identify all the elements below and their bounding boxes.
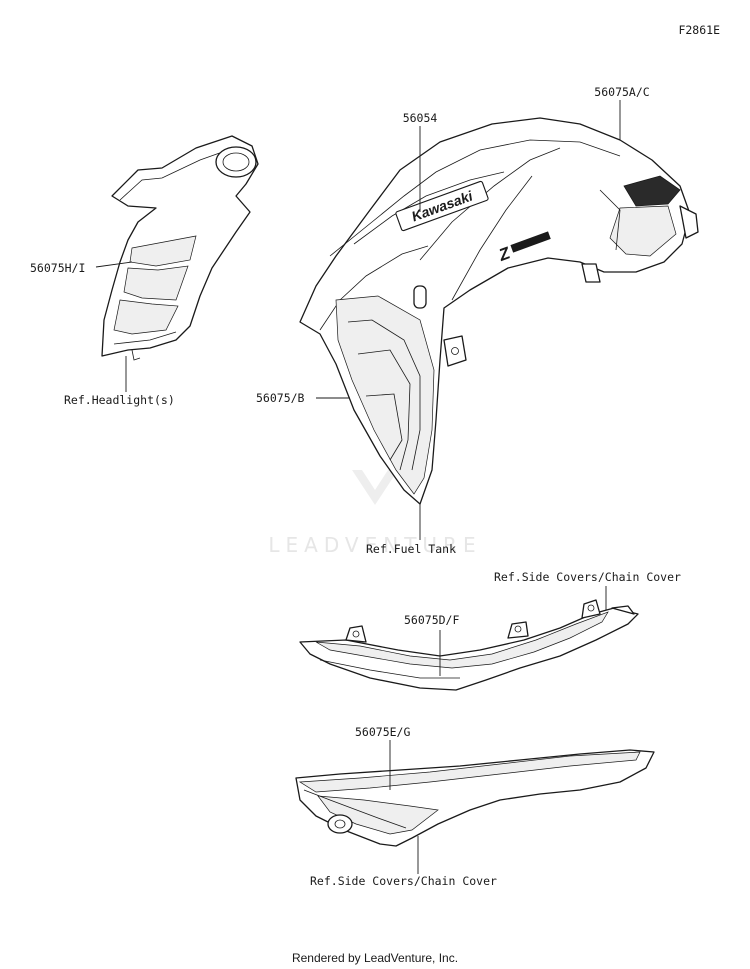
watermark-text: LEADVENTURE [268, 533, 481, 557]
callout-56075ac: 56075A/C [594, 85, 649, 99]
ref-headlight-label: Ref.Headlight(s) [64, 393, 175, 407]
callout-56075df: 56075D/F [404, 613, 459, 627]
headlight-cover-part [101, 135, 259, 361]
lower-side-cover-part [295, 749, 655, 847]
figure-code: F2861E [678, 23, 720, 37]
upper-side-cover-part [299, 599, 639, 691]
callout-56054: 56054 [403, 111, 438, 125]
callout-56075hi: 56075H/I [30, 261, 85, 275]
callout-56075b: 56075/B [256, 391, 305, 405]
footer-credit: Rendered by LeadVenture, Inc. [292, 951, 458, 965]
ref-side-covers-top-label: Ref.Side Covers/Chain Cover [494, 570, 681, 584]
watermark: LEADVENTURE [268, 470, 481, 557]
ref-fuel-tank-label: Ref.Fuel Tank [366, 542, 456, 556]
callout-56075eg: 56075E/G [355, 725, 410, 739]
ref-side-covers-bottom-label: Ref.Side Covers/Chain Cover [310, 874, 497, 888]
leader-lines [95, 100, 621, 874]
fuel-tank-cover-part: Kawasaki Z [299, 117, 699, 505]
